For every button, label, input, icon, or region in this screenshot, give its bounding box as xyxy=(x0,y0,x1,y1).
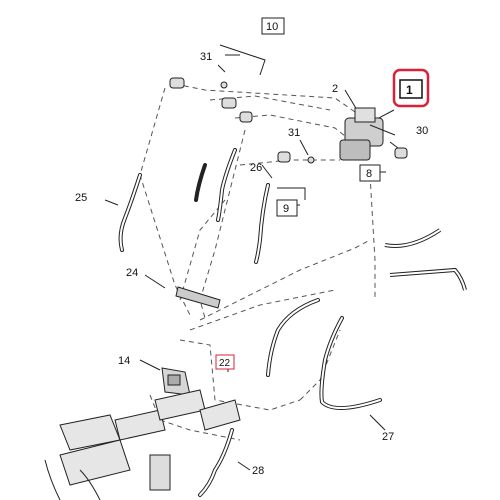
callout-8: 8 xyxy=(366,168,372,180)
callout-30: 30 xyxy=(416,125,428,137)
callout-27: 27 xyxy=(382,431,394,443)
callout-26: 26 xyxy=(250,162,262,174)
callout-24: 24 xyxy=(126,267,138,279)
fittings xyxy=(169,77,408,164)
callout-22: 22 xyxy=(219,358,231,369)
callout-31-top: 31 xyxy=(200,51,212,63)
hose-outlines xyxy=(119,149,381,496)
callout-boxes xyxy=(215,17,381,370)
callout-1: 1 xyxy=(406,83,413,97)
valve-assembly xyxy=(339,107,396,161)
callout-31-mid: 31 xyxy=(288,127,300,139)
callout-10: 10 xyxy=(266,21,278,33)
bottom-assembly xyxy=(44,389,241,500)
callout-14: 14 xyxy=(118,355,130,367)
callout-9: 9 xyxy=(283,203,289,215)
leader-lines xyxy=(104,44,399,471)
callout-25: 25 xyxy=(75,192,87,204)
hoses xyxy=(118,148,382,497)
callout-28: 28 xyxy=(252,465,264,477)
dashed-routing xyxy=(139,83,376,441)
clamp-24 xyxy=(175,286,221,309)
callout-2: 2 xyxy=(332,83,338,95)
bracket-14 xyxy=(161,367,191,396)
